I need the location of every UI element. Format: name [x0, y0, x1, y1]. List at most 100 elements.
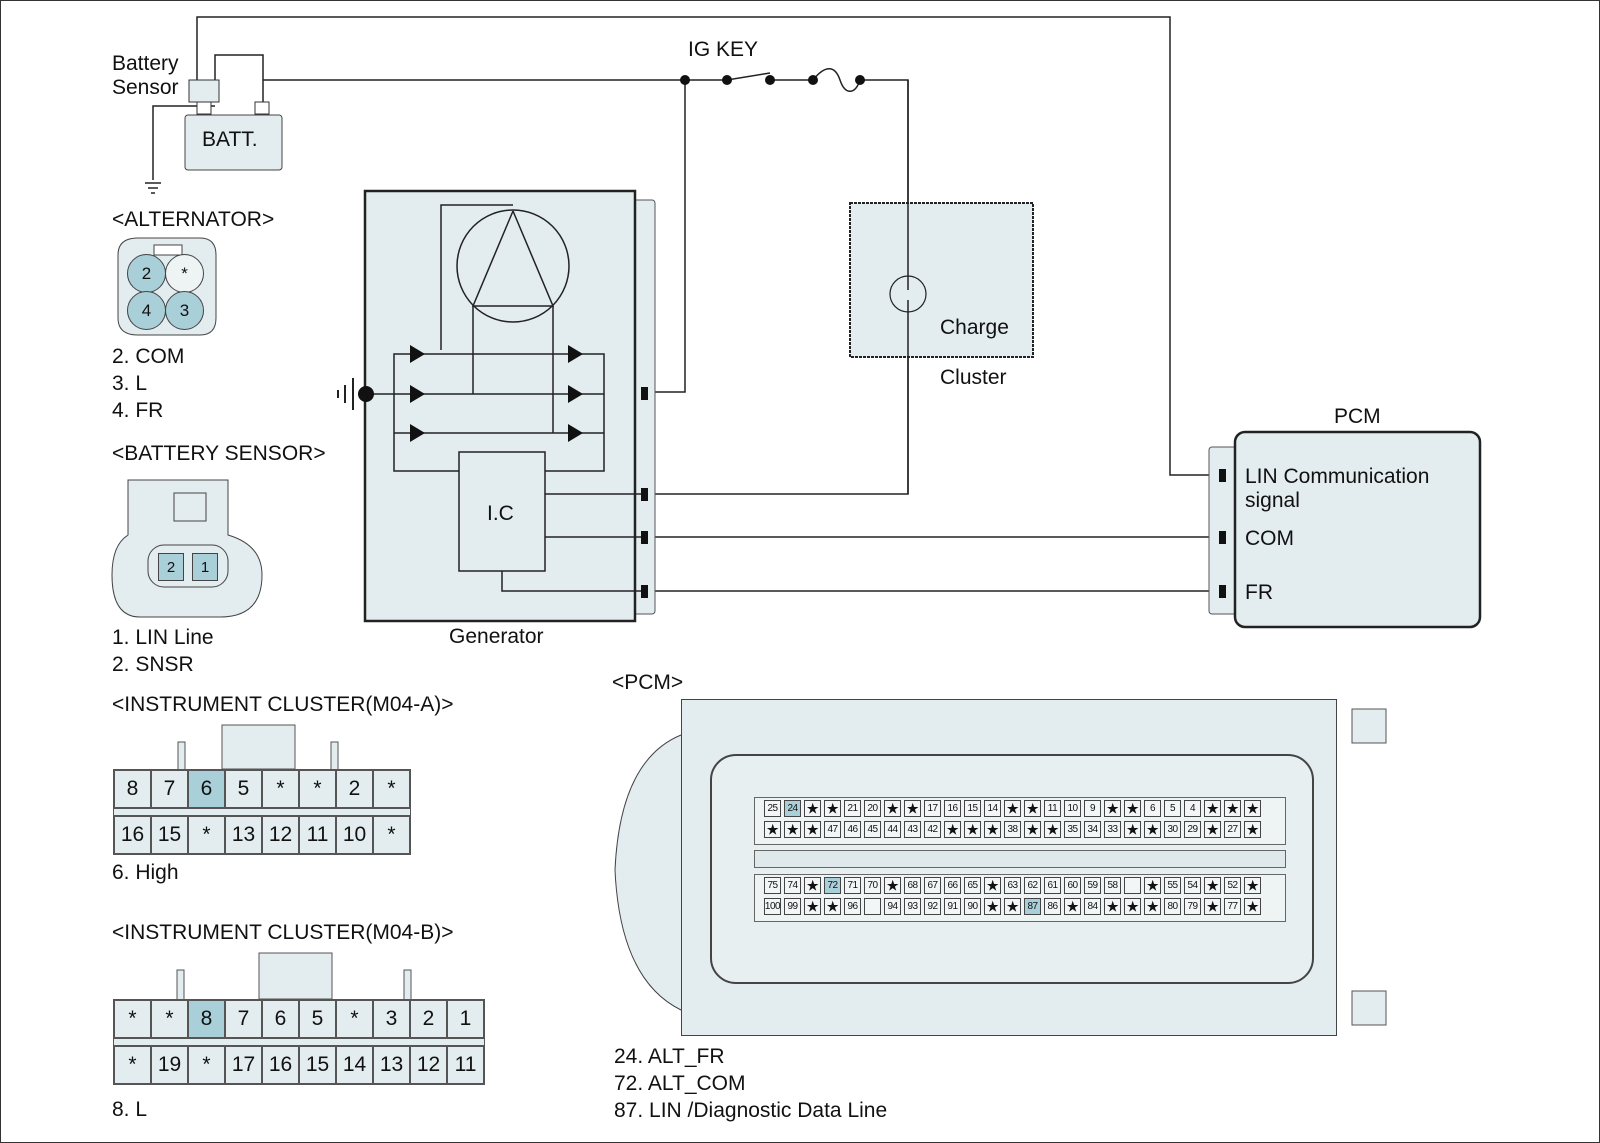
pcm-pin: 10 [1064, 800, 1081, 817]
connector-pin: 15 [151, 816, 188, 854]
pcm-pin: ★ [1124, 821, 1141, 838]
pcm-pin: 46 [844, 821, 861, 838]
pcm-pin: 38 [1004, 821, 1021, 838]
battery-sensor-label: Battery Sensor [112, 52, 179, 100]
pcm-inner-shell [710, 754, 1314, 984]
connector-pin: * [262, 770, 299, 808]
battery-sensor-legend: 1. LIN Line 2. SNSR [112, 624, 214, 678]
pcm-pin: 99 [784, 898, 801, 915]
alternator-legend-item: 2. COM [112, 345, 185, 368]
pcm-pin [1124, 877, 1141, 894]
pcm-pin: ★ [1064, 898, 1081, 915]
pcm-pin: 5 [1164, 800, 1181, 817]
cluster-label: Cluster [940, 366, 1007, 389]
pcm-pin: 43 [904, 821, 921, 838]
pcm-pin: ★ [884, 877, 901, 894]
pcm-pin: ★ [1244, 800, 1261, 817]
pcm-legend-item: 87. LIN /Diagnostic Data Line [614, 1099, 888, 1122]
pcm-pin: ★ [1024, 821, 1041, 838]
alternator-pin: * [165, 254, 204, 293]
battery-sensor-pin-1: 1 [192, 553, 218, 581]
pcm-pin: 92 [924, 898, 941, 915]
alternator-pin: 3 [165, 291, 204, 330]
connector-pin: 7 [151, 770, 188, 808]
pcm-pin: 33 [1104, 821, 1121, 838]
pcm-pin: 70 [864, 877, 881, 894]
pcm-pin: ★ [1144, 877, 1161, 894]
pcm-pin: 79 [1184, 898, 1201, 915]
pcm-pin: ★ [884, 800, 901, 817]
ig-key-label: IG KEY [688, 38, 759, 61]
pcm-pin: 74 [784, 877, 801, 894]
alternator-pins: 2 * 4 3 [127, 248, 204, 330]
connector-pin: * [114, 1000, 151, 1038]
connector-pin: * [336, 1000, 373, 1038]
generator-label: Generator [449, 625, 544, 648]
pcm-pin: 62 [1024, 877, 1041, 894]
battery-sensor-label-line1: Battery [112, 52, 179, 75]
alternator-pin: 4 [127, 291, 166, 330]
pcm-pin: 100 [764, 898, 781, 915]
pcm-pin: ★ [1204, 877, 1221, 894]
pcm-terminal-lin-line2: signal [1245, 489, 1300, 513]
battery-sensor-pin-2: 2 [158, 553, 184, 581]
connector-pin: * [188, 816, 225, 854]
battery-label: BATT. [202, 128, 258, 151]
connector-pin: 11 [447, 1046, 484, 1084]
pcm-legend-item: 24. ALT_FR [614, 1045, 725, 1068]
pcm-pin: 35 [1064, 821, 1081, 838]
connector-pin: * [151, 1000, 188, 1038]
pcm-pin: ★ [1004, 898, 1021, 915]
pcm-pin: 42 [924, 821, 941, 838]
connector-pin: * [373, 816, 410, 854]
pcm-pin: 86 [1044, 898, 1061, 915]
alternator-legend: 2. COM 3. L 4. FR [112, 343, 184, 424]
connector-pin: * [299, 770, 336, 808]
alternator-pin: 2 [127, 254, 166, 293]
connector-pin: 12 [262, 816, 299, 854]
pcm-pin: 54 [1184, 877, 1201, 894]
pcm-pin: 34 [1084, 821, 1101, 838]
connector-pin: 15 [299, 1046, 336, 1084]
pcm-pin: 61 [1044, 877, 1061, 894]
connector-pin: 10 [336, 816, 373, 854]
pcm-pin: 30 [1164, 821, 1181, 838]
pcm-pin: ★ [1104, 800, 1121, 817]
pcm-pin: ★ [984, 821, 1001, 838]
pcm-pin: ★ [984, 898, 1001, 915]
pcm-pin: 80 [1164, 898, 1181, 915]
ic-label: I.C [487, 502, 514, 525]
connector-pin: 17 [225, 1046, 262, 1084]
pcm-pin: ★ [764, 821, 781, 838]
pcm-center-rail [754, 850, 1286, 868]
pcm-pin: 6 [1144, 800, 1161, 817]
pcm-pin: 75 [764, 877, 781, 894]
connector-pin: 6 [188, 770, 225, 808]
connector-pin: 11 [299, 816, 336, 854]
battery-sensor-label-line2: Sensor [112, 76, 179, 100]
pcm-title: PCM [1334, 405, 1381, 428]
pcm-pin: 66 [944, 877, 961, 894]
pcm-pin: ★ [804, 821, 821, 838]
pcm-pin: 16 [944, 800, 961, 817]
pcm-pin: ★ [804, 800, 821, 817]
pcm-pin: ★ [1024, 800, 1041, 817]
pcm-pin: ★ [964, 821, 981, 838]
connector-pin: 13 [373, 1046, 410, 1084]
pcm-pin: 25 [764, 800, 781, 817]
pcm-pin: 94 [884, 898, 901, 915]
pcm-pin: ★ [1204, 898, 1221, 915]
pcm-pin: ★ [944, 821, 961, 838]
pcm-pin: 63 [1004, 877, 1021, 894]
pcm-pin: 91 [944, 898, 961, 915]
pcm-pin: 72 [824, 877, 841, 894]
connector-pin: 6 [262, 1000, 299, 1038]
pcm-pin: 52 [1224, 877, 1241, 894]
pcm-legend-item: 72. ALT_COM [614, 1072, 746, 1095]
pcm-pin: ★ [1204, 800, 1221, 817]
